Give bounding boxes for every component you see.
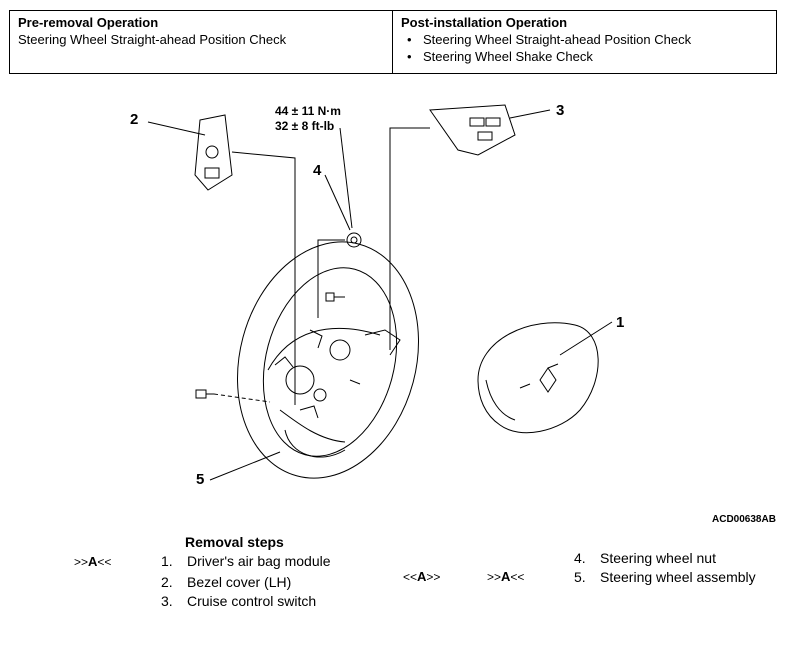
post-installation-cell: Post-installation Operation Steering Whe…: [393, 11, 776, 73]
air-bag-module: [477, 322, 599, 434]
mid-reference-mark: <<A>>: [403, 569, 441, 584]
pre-removal-cell: Pre-removal Operation Steering Wheel Str…: [10, 11, 393, 73]
torque-ftlb: 32 ± 8 ft-lb: [275, 119, 335, 133]
post-installation-item: Steering Wheel Straight-ahead Position C…: [401, 31, 768, 48]
removal-steps-title: Removal steps: [185, 534, 284, 550]
bolt-left: [195, 389, 271, 403]
steering-wheel-nut: [346, 232, 362, 248]
torque-spec: 44 ± 11 N·m 32 ± 8 ft-lb: [275, 104, 341, 134]
cruise-control-switch: [429, 104, 516, 156]
removal-step: 4.Steering wheel nut: [574, 550, 716, 566]
figure-id: ACD00638AB: [712, 514, 776, 525]
reference-lines: [231, 127, 430, 405]
callout-2: 2: [130, 111, 139, 128]
bezel-cover-lh: [194, 114, 233, 191]
pre-removal-item: Steering Wheel Straight-ahead Position C…: [18, 32, 287, 47]
steering-wheel-exploded-diagram: [147, 104, 613, 481]
callout-leaders: [147, 109, 613, 481]
torque-nm: 44 ± 11 N·m: [275, 104, 341, 118]
step1-reference-mark: >>A<<: [74, 554, 112, 569]
callout-5: 5: [196, 471, 205, 488]
steering-wheel-assembly: [237, 241, 419, 479]
removal-step: 5.Steering wheel assembly: [574, 569, 756, 585]
pre-removal-header: Pre-removal Operation: [18, 15, 159, 30]
removal-step: 1.Driver's air bag module: [161, 553, 331, 569]
callout-4: 4: [313, 162, 322, 179]
bolt-top: [325, 292, 345, 302]
operation-table: Pre-removal Operation Steering Wheel Str…: [9, 10, 777, 74]
right-reference-mark: >>A<<: [487, 569, 525, 584]
callout-3: 3: [556, 102, 565, 119]
removal-step: 3.Cruise control switch: [161, 593, 317, 609]
removal-step: 2.Bezel cover (LH): [161, 574, 292, 590]
callout-1: 1: [616, 314, 625, 331]
post-installation-header: Post-installation Operation: [401, 15, 568, 30]
post-installation-item: Steering Wheel Shake Check: [401, 48, 768, 65]
